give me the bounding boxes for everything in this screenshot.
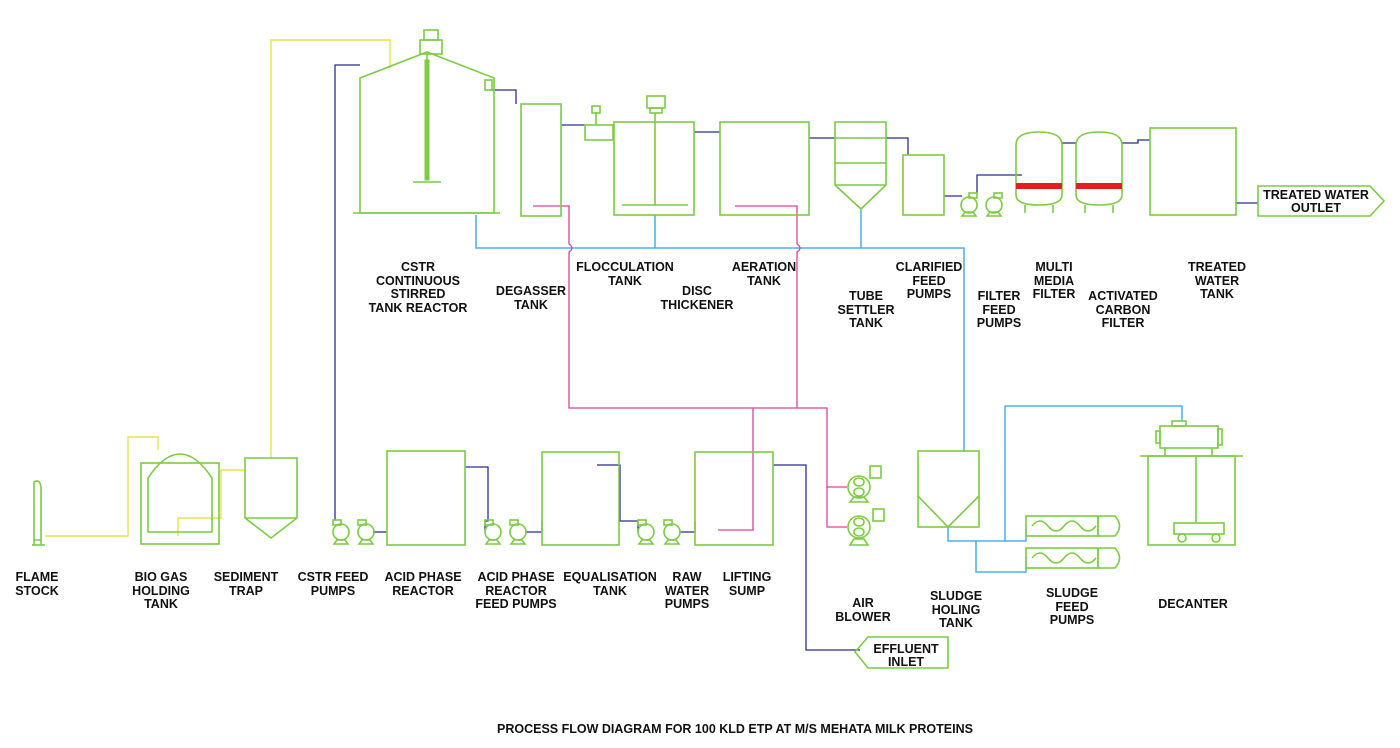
clarified-water-tank bbox=[902, 154, 945, 216]
label-equalisation-tank: EQUALISATION TANK bbox=[563, 570, 657, 598]
treated-water-outlet-arrow bbox=[1257, 185, 1386, 217]
label-air-blower: AIR BLOWER bbox=[835, 596, 891, 624]
cstr-feed-pumps bbox=[332, 519, 375, 545]
degasser-tank bbox=[520, 103, 562, 217]
label-activated-carbon-filter: ACTIVATED CARBON FILTER bbox=[1088, 289, 1158, 330]
label-tube-settler-tank: TUBE SETTLER TANK bbox=[837, 289, 895, 330]
air-blowers bbox=[847, 465, 885, 546]
label-treated-water-tank: TREATED WATER TANK bbox=[1187, 260, 1247, 301]
label-lifting-sump: LIFTING SUMP bbox=[722, 570, 772, 598]
label-flame-stock: FLAME STOCK bbox=[15, 570, 59, 598]
flame-stock bbox=[32, 480, 45, 546]
label-acid-phase-reactor-feed-pumps: ACID PHASE REACTOR FEED PUMPS bbox=[475, 570, 557, 611]
treated-water-tank bbox=[1149, 127, 1237, 216]
cstr-reactor bbox=[353, 29, 500, 214]
tube-settler-tank bbox=[834, 121, 887, 211]
filter-feed-pumps bbox=[960, 192, 1003, 217]
aeration-tank bbox=[719, 121, 810, 216]
tag-treated-water-outlet: TREATED WATER OUTLET bbox=[1263, 188, 1369, 215]
sediment-trap bbox=[244, 457, 298, 540]
bio-gas-holding-tank bbox=[140, 453, 220, 545]
label-bio-gas-holding-tank: BIO GAS HOLDING TANK bbox=[132, 570, 190, 611]
label-sediment-trap: SEDIMENT TRAP bbox=[213, 570, 279, 598]
multi-media-filter bbox=[1015, 131, 1063, 213]
equalisation-tank bbox=[541, 451, 620, 546]
air-lines bbox=[533, 205, 847, 531]
label-aeration-tank: AERATION TANK bbox=[731, 260, 797, 288]
label-decanter: DECANTER bbox=[1158, 597, 1228, 611]
tag-effluent-inlet: EFFLUENT INLET bbox=[873, 642, 939, 669]
lifting-sump bbox=[694, 451, 774, 546]
label-filter-feed-pumps: FILTER FEED PUMPS bbox=[976, 289, 1022, 330]
raw-water-pumps bbox=[637, 519, 681, 545]
diagram-title: PROCESS FLOW DIAGRAM FOR 100 KLD ETP AT … bbox=[497, 722, 973, 736]
biogas-lines bbox=[45, 39, 391, 537]
label-sludge-feed-pumps: SLUDGE FEED PUMPS bbox=[1045, 586, 1099, 627]
effluent-inlet-arrow bbox=[853, 636, 949, 669]
label-cstr: CSTR CONTINUOUS STIRRED TANK REACTOR bbox=[368, 260, 468, 315]
sludge-feed-pumps bbox=[1025, 515, 1121, 569]
label-acid-phase-reactor: ACID PHASE REACTOR bbox=[384, 570, 462, 598]
label-flocculation-tank: FLOCCULATION TANK bbox=[576, 260, 674, 288]
acid-phase-reactor-feed-pumps bbox=[484, 519, 527, 545]
label-multi-media-filter: MULTI MEDIA FILTER bbox=[1032, 260, 1076, 301]
decanter bbox=[1140, 420, 1243, 546]
activated-carbon-filter bbox=[1075, 131, 1123, 213]
acid-phase-reactor bbox=[386, 450, 466, 546]
label-clarified-feed-pumps: CLARIFIED FEED PUMPS bbox=[895, 260, 963, 301]
label-cstr-feed-pumps: CSTR FEED PUMPS bbox=[297, 570, 369, 598]
label-disc-thickener: DISC THICKENER bbox=[660, 284, 734, 312]
flocculation-tank bbox=[584, 95, 695, 216]
label-raw-water-pumps: RAW WATER PUMPS bbox=[664, 570, 710, 611]
label-degasser-tank: DEGASSER TANK bbox=[495, 284, 567, 312]
sludge-holding-tank bbox=[917, 450, 980, 529]
label-sludge-holding-tank: SLUDGE HOLING TANK bbox=[929, 589, 983, 630]
